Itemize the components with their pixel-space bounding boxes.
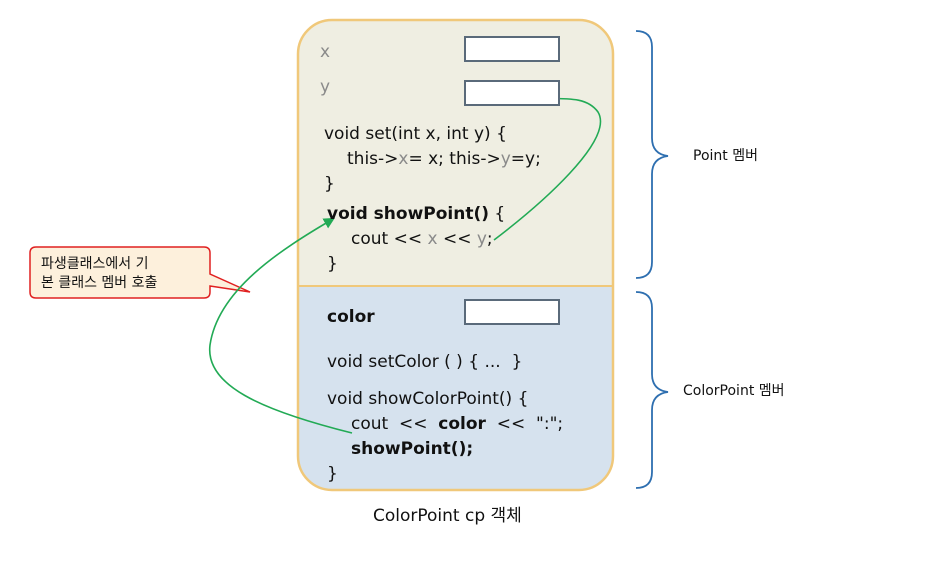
point-section-bg (298, 20, 613, 286)
showcolorpoint-line-4: } (327, 464, 338, 484)
colorpoint-members-label: ColorPoint 멤버 (683, 383, 785, 399)
showcolorpoint-line-1: void showColorPoint() { (327, 389, 529, 409)
set-line-2-part: = x; this-> (408, 149, 501, 169)
field-y-label: y (320, 77, 331, 97)
set-line-2: this->x= x; this->y=y; (347, 149, 541, 169)
showcolorpoint-line-2-color: color (438, 414, 486, 434)
showpoint-signature: void showPoint() (327, 204, 490, 224)
showcolorpoint-line-2-part: cout << (351, 414, 439, 434)
showcolorpoint-line-3: showPoint(); (351, 439, 474, 459)
callout-line-1: 파생클래스에서 기 (41, 256, 149, 272)
showpoint-brace-open: { (489, 204, 506, 224)
field-color-box (464, 299, 560, 325)
showpoint-line-2: cout << x << y; (351, 229, 493, 249)
call-arrow-showpoint (209, 217, 353, 434)
field-color-label: color (327, 307, 375, 327)
callout-line-2: 본 클래스 멤버 호출 (41, 275, 158, 291)
showpoint-line-2-y: y (476, 229, 487, 249)
set-line-2-part: =y; (510, 149, 541, 169)
showpoint-line-2-part: ; (486, 229, 493, 249)
showcolorpoint-line-2: cout << color << ":"; (351, 414, 563, 434)
object-caption: ColorPoint cp 객체 (373, 506, 522, 526)
colorpoint-members-brace (635, 291, 669, 489)
showpoint-line-2-x: x (427, 229, 438, 249)
showpoint-line-3: } (327, 254, 338, 274)
colorpoint-section-bg (298, 286, 613, 490)
object-sections (298, 20, 613, 490)
set-line-2-part: this-> (347, 149, 399, 169)
setcolor-line: void setColor ( ) { ... } (327, 352, 523, 372)
point-members-brace (635, 30, 669, 279)
field-x-box (464, 36, 560, 62)
set-line-2-y: y (500, 149, 511, 169)
field-x-label: x (320, 42, 331, 62)
point-members-label: Point 멤버 (693, 148, 758, 164)
showpoint-line-2-part: cout << (351, 229, 428, 249)
callout-bubble (29, 246, 251, 299)
object-outline (296, 18, 615, 492)
showpoint-line-1: void showPoint() { (327, 204, 505, 224)
field-y-box (464, 80, 560, 106)
set-line-2-x: x (398, 149, 409, 169)
showcolorpoint-line-2-part: << ":"; (485, 414, 564, 434)
set-line-1: void set(int x, int y) { (324, 124, 507, 144)
showpoint-line-2-part: << (437, 229, 477, 249)
set-line-3: } (324, 174, 335, 194)
